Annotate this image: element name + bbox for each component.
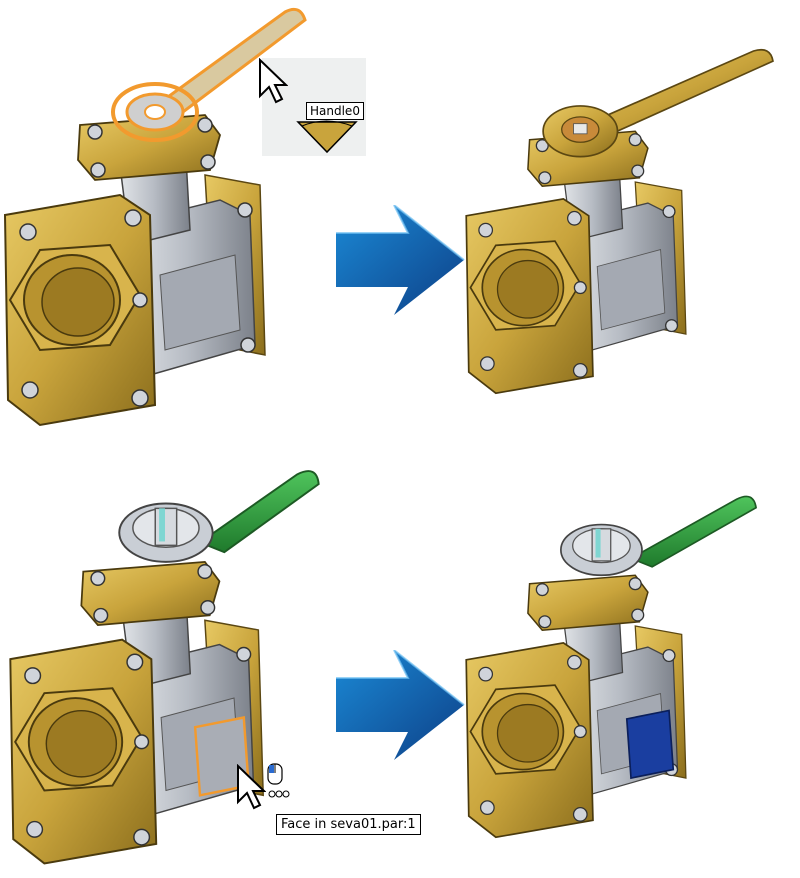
- blue-face[interactable]: [625, 709, 675, 780]
- handle-highlighted[interactable]: [111, 7, 307, 142]
- part-swatch-icon: [296, 120, 358, 154]
- mouse-pointer-icon: [237, 764, 266, 810]
- handle-brass[interactable]: [542, 48, 774, 158]
- mouse-pointer-icon: [259, 58, 288, 104]
- face-tooltip: Face in seva01.par:1: [276, 814, 421, 835]
- right-arrow-icon: [336, 650, 465, 761]
- mouse-buttons-icon: [267, 763, 290, 798]
- handle-label-tooltip: Handle0: [306, 102, 364, 120]
- valve-before-face-edit: [0, 450, 400, 878]
- handle-green[interactable]: [197, 470, 320, 554]
- valve-after-handle-edit: [462, 0, 800, 440]
- right-arrow-icon: [336, 205, 465, 316]
- valve-before-handle-edit: Handle0: [0, 0, 400, 440]
- valve-after-face-edit: [462, 450, 800, 878]
- handle-green[interactable]: [629, 495, 757, 568]
